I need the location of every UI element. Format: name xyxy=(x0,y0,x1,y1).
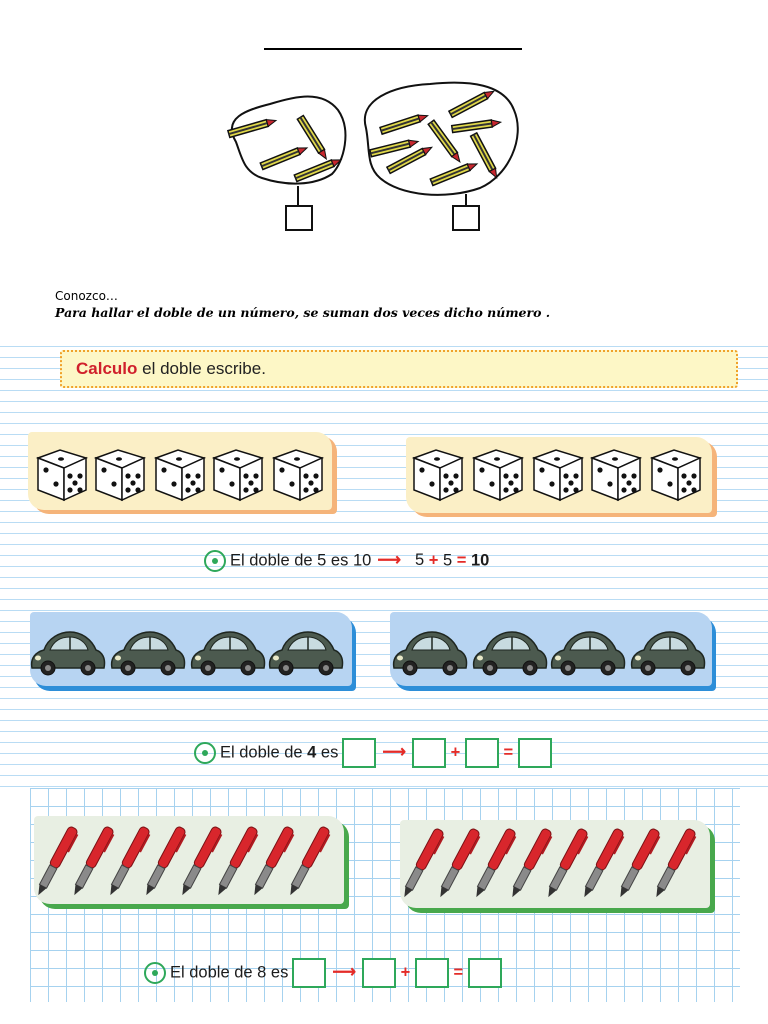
eq2-equals: = xyxy=(503,743,514,762)
die-icon xyxy=(271,449,325,502)
eq3-equals: = xyxy=(453,963,464,982)
die-icon xyxy=(471,449,525,502)
pen-icon xyxy=(476,828,517,898)
pen-icon xyxy=(146,826,187,896)
eq2-prefix: El doble de xyxy=(220,743,308,762)
pencil-icon xyxy=(447,90,496,119)
example-double-8: El doble de 8 es ⟶ + = xyxy=(144,958,502,988)
pencil-icon xyxy=(379,114,429,136)
eq1-addend-b: 5 xyxy=(442,551,453,570)
pencil-icon xyxy=(469,131,498,180)
eq1-prefix: El doble de xyxy=(230,551,318,570)
eq3-addend-a-box[interactable] xyxy=(362,958,397,988)
instruction-rest: el doble escribe. xyxy=(137,359,266,378)
pencil-icon xyxy=(427,119,461,163)
pen-icon xyxy=(512,828,553,898)
eq1-result: 10 xyxy=(352,551,372,570)
eq3-result-box[interactable] xyxy=(292,958,327,988)
eq1-plus: + xyxy=(428,551,439,570)
example-double-5: El doble de 5 es 10 ⟶ 5 + 5 = 10 xyxy=(204,550,489,572)
conozco-label: Conozco… xyxy=(55,289,118,303)
pencil-group-left-outline xyxy=(230,95,347,185)
car-icon xyxy=(30,631,106,676)
die-icon xyxy=(411,449,465,502)
red-arrow-icon: ⟶ xyxy=(382,743,407,762)
eq2-middle: es xyxy=(316,743,339,762)
pencil-icon xyxy=(450,119,503,134)
example-double-4: El doble de 4 es ⟶ + = xyxy=(194,738,552,768)
die-icon xyxy=(93,449,147,502)
car-icon xyxy=(110,631,186,676)
red-arrow-icon: ⟶ xyxy=(377,551,401,570)
green-bullet-icon xyxy=(194,742,216,764)
pencil-icon xyxy=(259,147,309,171)
eq2-sum-box[interactable] xyxy=(517,738,552,768)
die-icon xyxy=(153,449,207,502)
eq1-addend-a: 5 xyxy=(414,551,425,570)
car-icon xyxy=(630,631,706,676)
die-icon xyxy=(211,449,265,502)
pen-icon xyxy=(182,826,223,896)
eq1-equals: = xyxy=(456,551,467,570)
pen-icon xyxy=(74,826,115,896)
pencil-icon xyxy=(385,146,434,175)
pen-icon xyxy=(584,828,625,898)
die-icon xyxy=(649,449,703,502)
die-icon xyxy=(35,449,89,502)
eq1-sum: 10 xyxy=(471,551,490,570)
right-answer-box[interactable] xyxy=(452,205,480,231)
eq2-plus: + xyxy=(450,743,461,762)
pen-icon xyxy=(548,828,589,898)
instruction-banner: Calculo el doble escribe. xyxy=(60,350,738,388)
eq3-number: 8 xyxy=(257,963,267,982)
pen-icon xyxy=(254,826,295,896)
eq3-middle: es xyxy=(266,963,289,982)
pens-illustration xyxy=(38,826,697,898)
pen-icon xyxy=(440,828,481,898)
pencil-icon xyxy=(226,118,278,139)
eq2-addend-a-box[interactable] xyxy=(412,738,447,768)
pencil-icon xyxy=(296,114,328,161)
doubling-rule-text: Para hallar el doble de un número, se su… xyxy=(55,305,551,320)
lined-notebook-area xyxy=(0,336,768,788)
eq1-number: 5 xyxy=(317,551,327,570)
eq3-plus: + xyxy=(400,963,411,982)
die-icon xyxy=(589,449,643,502)
title-blank-line xyxy=(264,48,522,50)
pencil-groups-illustration xyxy=(226,81,519,231)
eq3-addend-b-box[interactable] xyxy=(414,958,449,988)
eq2-result-box[interactable] xyxy=(342,738,377,768)
dice-illustration xyxy=(35,449,703,502)
pen-icon xyxy=(38,826,79,896)
pen-icon xyxy=(620,828,661,898)
car-icon xyxy=(268,631,344,676)
pencil-icon xyxy=(429,163,479,187)
car-icon xyxy=(472,631,548,676)
eq2-number: 4 xyxy=(307,743,317,762)
eq3-prefix: El doble de xyxy=(170,963,258,982)
die-icon xyxy=(531,449,585,502)
pen-icon xyxy=(404,828,445,898)
green-bullet-icon xyxy=(204,550,226,572)
pencil-icon xyxy=(368,139,420,158)
car-icon xyxy=(392,631,468,676)
pen-icon xyxy=(218,826,259,896)
eq3-sum-box[interactable] xyxy=(467,958,502,988)
pencil-icon xyxy=(293,159,343,183)
pen-icon xyxy=(290,826,331,896)
car-icon xyxy=(550,631,626,676)
cars-illustration xyxy=(30,631,706,676)
instruction-text: Calculo el doble escribe. xyxy=(76,359,266,379)
green-bullet-icon xyxy=(144,962,166,984)
left-answer-box[interactable] xyxy=(285,205,313,231)
car-icon xyxy=(190,631,266,676)
red-arrow-icon: ⟶ xyxy=(332,963,357,982)
pen-icon xyxy=(110,826,151,896)
pen-icon xyxy=(656,828,697,898)
eq1-middle: es xyxy=(326,551,353,570)
instruction-highlight: Calculo xyxy=(76,359,138,378)
eq2-addend-b-box[interactable] xyxy=(464,738,499,768)
